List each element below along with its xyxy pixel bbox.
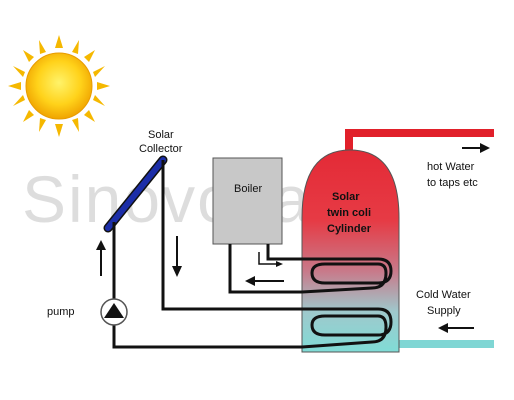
- cylinder-tank: [301, 149, 400, 353]
- left-arrow-icon: [245, 276, 284, 286]
- down-arrow-icon: [172, 236, 182, 277]
- pump-label: pump: [47, 306, 75, 318]
- pump-icon: [100, 298, 128, 326]
- corner-arrow-icon: [258, 252, 283, 267]
- collector-circuit-pipes: [112, 160, 302, 349]
- cold-water-label-line2: Supply: [427, 305, 461, 317]
- upper-heating-coil: [301, 257, 393, 294]
- solar-collector-panel: [103, 155, 168, 233]
- up-arrow-icon: [96, 240, 106, 276]
- hot-water-label-line2: to taps etc: [427, 177, 478, 189]
- boiler-box: [212, 157, 283, 245]
- cold-water-arrow-icon: [438, 323, 474, 333]
- cylinder-label-line3: Cylinder: [327, 223, 372, 235]
- hot-water-label-line1: hot Water: [427, 161, 475, 173]
- cold-water-label-line1: Cold Water: [416, 289, 471, 301]
- cylinder-label-line2: twin coli: [327, 207, 371, 219]
- cylinder-label-line1: Solar: [332, 191, 360, 203]
- hot-water-arrow-icon: [462, 143, 490, 153]
- sun-icon: [8, 35, 110, 137]
- collector-label-line1: Solar: [148, 129, 174, 141]
- lower-heating-coil: [301, 307, 393, 349]
- collector-label-line2: Collector: [139, 143, 183, 155]
- boiler-label: Boiler: [234, 183, 262, 195]
